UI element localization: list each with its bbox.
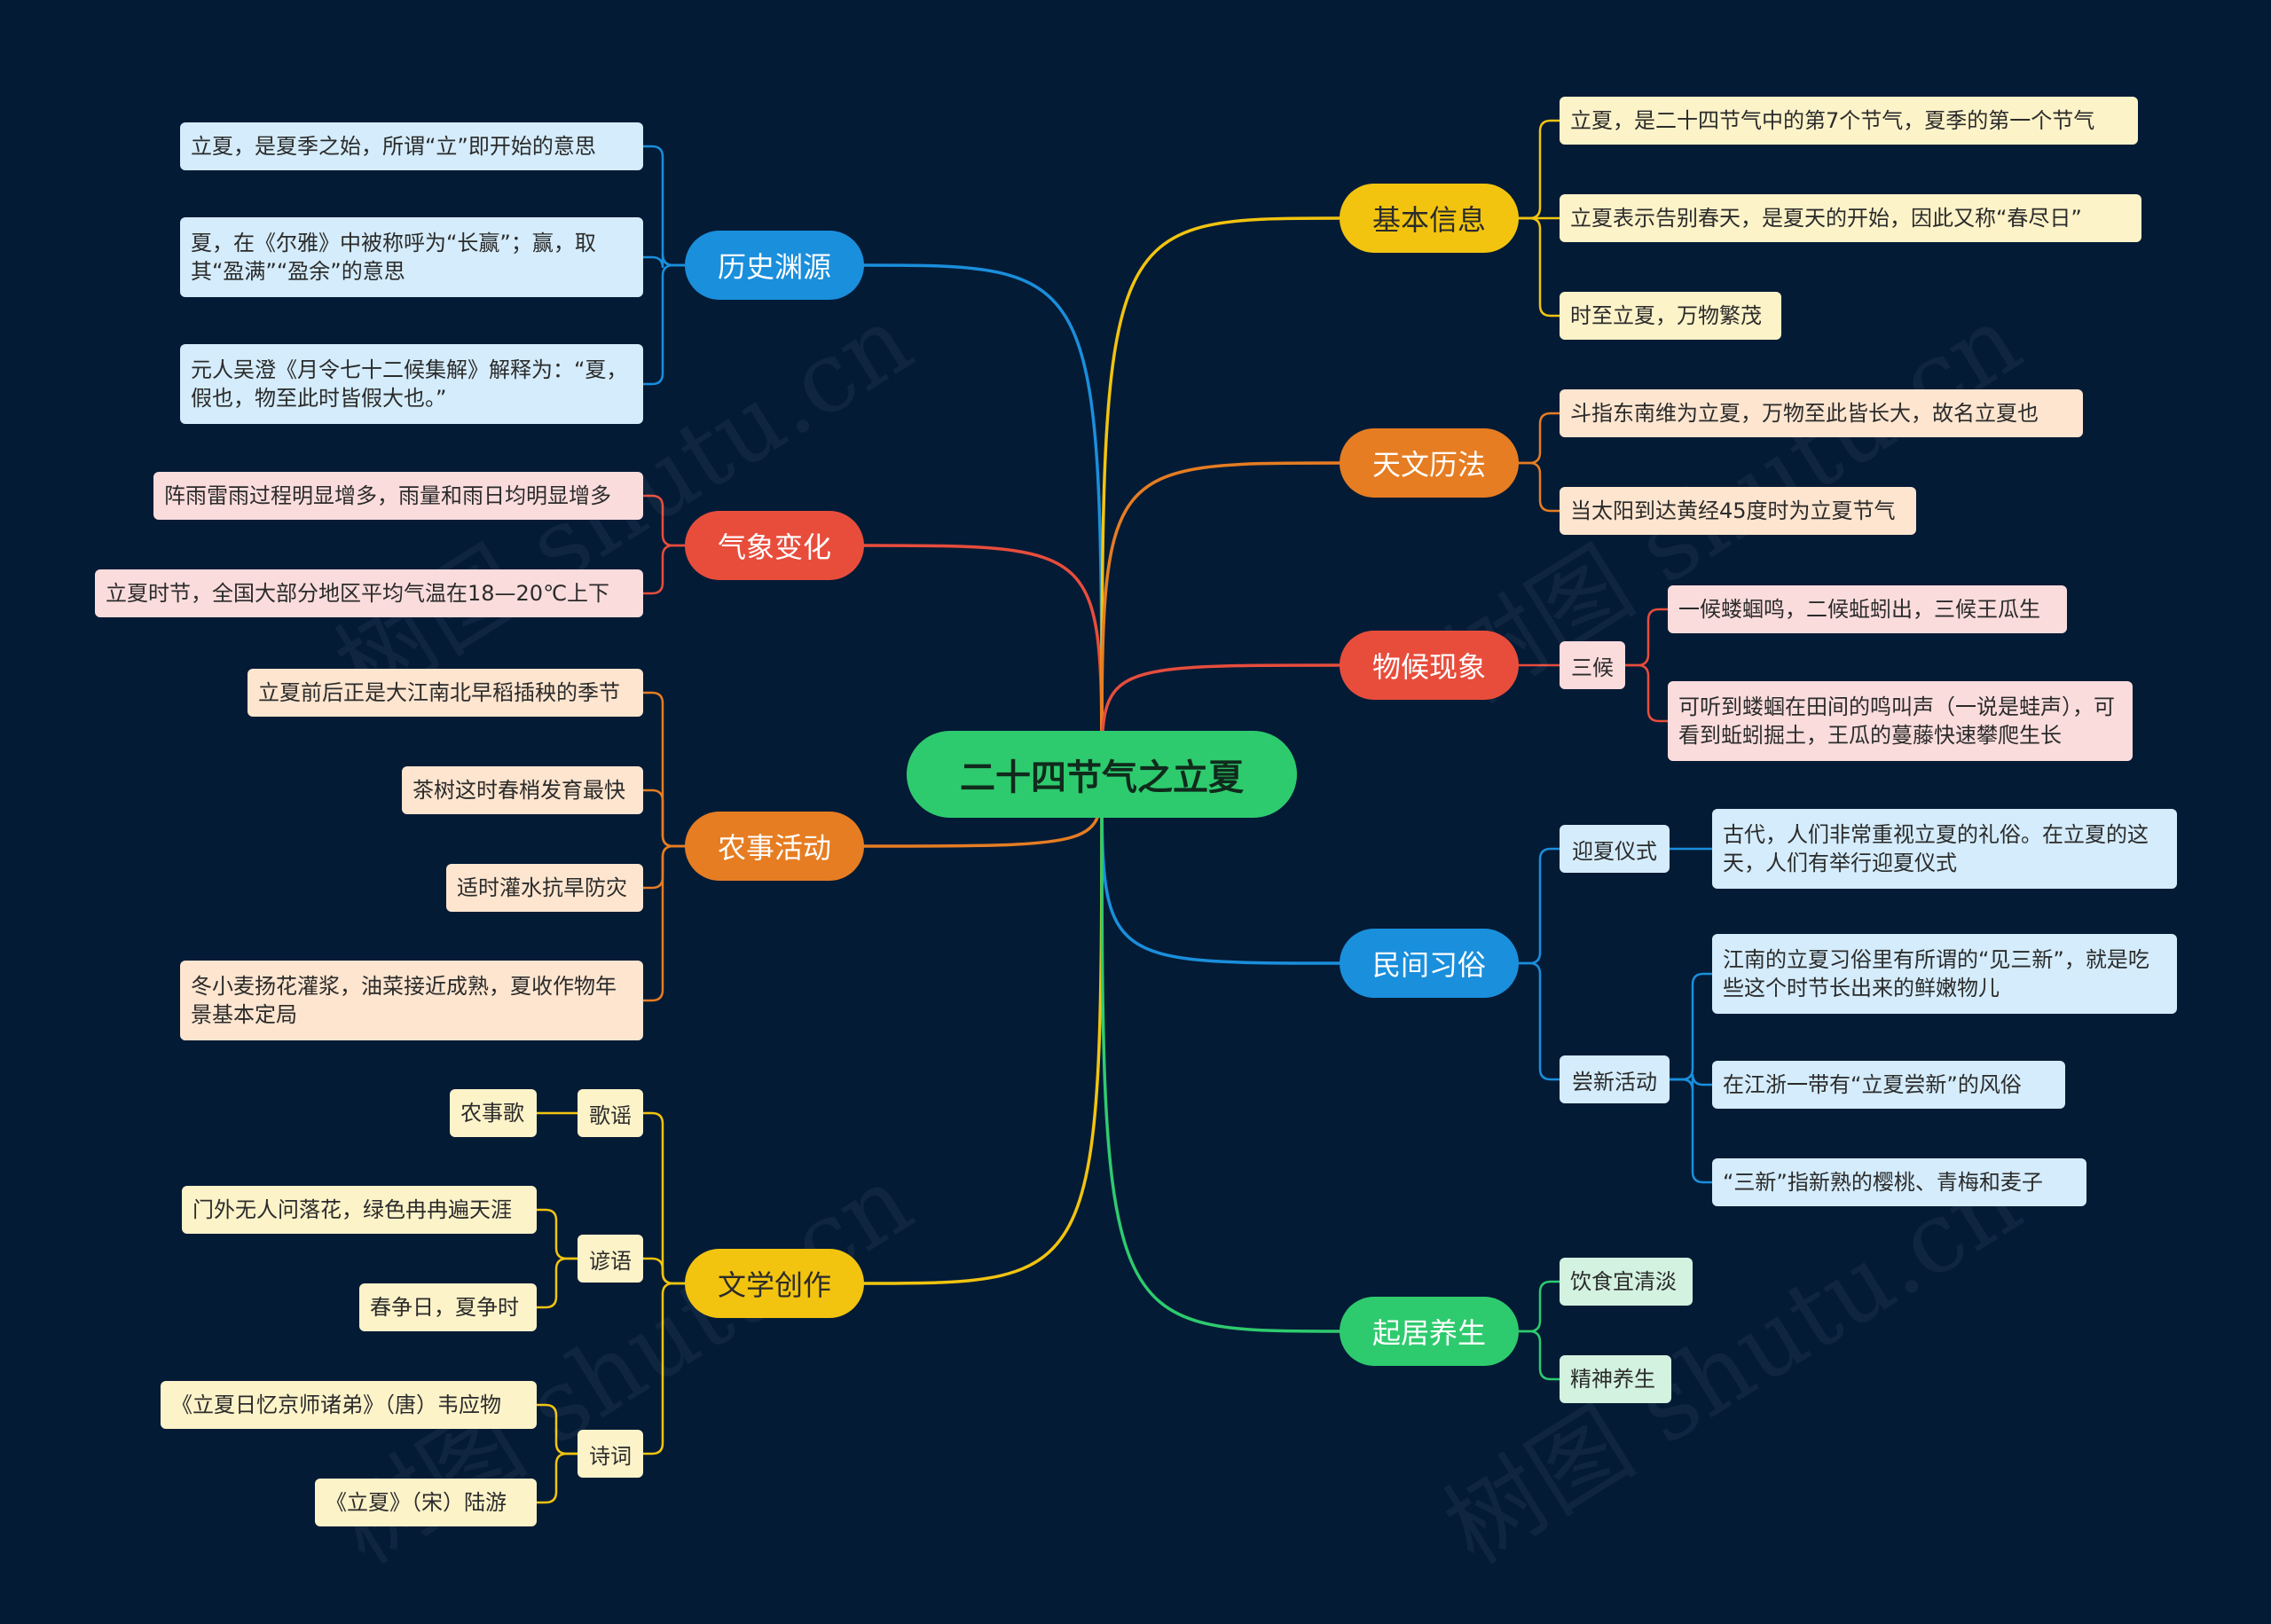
farming-item[interactable]: 适时灌水抗旱防灾 — [446, 864, 643, 912]
connector-line — [1517, 216, 1561, 318]
farming-item[interactable]: 茶树这时春梢发育最快 — [402, 766, 643, 814]
root-topic[interactable]: 二十四节气之立夏 — [907, 731, 1297, 818]
connector-line — [641, 494, 687, 547]
connector-line — [1517, 119, 1561, 220]
literature-item[interactable]: 门外无人问落花，绿色冉冉遍天涯 — [182, 1186, 537, 1234]
weather-item[interactable]: 阵雨雷雨过程明显增多，雨量和雨日均明显增多 — [153, 472, 643, 520]
connector-line — [535, 1452, 579, 1504]
connector-line — [641, 844, 687, 1002]
connector-line — [862, 263, 1104, 776]
branch-phenology[interactable]: 物候现象 — [1340, 631, 1519, 700]
connector-line — [1668, 1078, 1714, 1184]
customs-item[interactable]: 古代，人们非常重视立夏的礼俗。在立夏的这天，人们有举行迎夏仪式 — [1712, 809, 2177, 889]
phenology-group-three-periods[interactable]: 三候 — [1560, 641, 1625, 689]
customs-group-taste-new[interactable]: 尝新活动 — [1560, 1055, 1670, 1103]
basic-info-item[interactable]: 立夏表示告别春天，是夏天的开始，因此又称“春尽日” — [1560, 194, 2141, 242]
literature-group-proverbs[interactable]: 谚语 — [578, 1235, 643, 1283]
customs-group-welcome-summer[interactable]: 迎夏仪式 — [1560, 825, 1670, 873]
branch-literature[interactable]: 文学创作 — [685, 1249, 864, 1318]
branch-basic-info[interactable]: 基本信息 — [1340, 184, 1519, 253]
phenology-item[interactable]: 一候蝼蝈鸣，二候蚯蚓出，三候王瓜生 — [1668, 585, 2067, 633]
history-item[interactable]: 元人吴澄《月令七十二候集解》解释为：“夏，假也，物至此时皆假大也。” — [180, 344, 643, 424]
connector-line — [535, 1403, 579, 1455]
connector-line — [1623, 608, 1670, 667]
connector-line — [1100, 773, 1341, 1333]
literature-item[interactable]: 《立夏》（宋）陆游 — [315, 1479, 537, 1526]
astronomy-item[interactable]: 当太阳到达黄经45度时为立夏节气 — [1560, 487, 1916, 535]
connector-line — [535, 1257, 579, 1309]
connector-line — [641, 1282, 687, 1455]
connector-line — [535, 1208, 579, 1260]
literature-group-songs[interactable]: 歌谣 — [578, 1089, 643, 1137]
connector-line — [1517, 461, 1561, 513]
customs-item[interactable]: 江南的立夏习俗里有所谓的“见三新”，就是吃些这个时节长出来的鲜嫩物儿 — [1712, 934, 2177, 1014]
connector-line — [1100, 216, 1341, 776]
branch-astronomy[interactable]: 天文历法 — [1340, 428, 1519, 498]
branch-weather[interactable]: 气象变化 — [685, 511, 864, 580]
connector-line — [641, 1257, 687, 1285]
branch-history[interactable]: 历史渊源 — [685, 231, 864, 300]
branch-health[interactable]: 起居养生 — [1340, 1297, 1519, 1366]
weather-item[interactable]: 立夏时节，全国大部分地区平均气温在18—20℃上下 — [95, 569, 643, 617]
literature-item[interactable]: 春争日，夏争时 — [359, 1283, 537, 1331]
connector-line — [641, 145, 687, 267]
farming-item[interactable]: 冬小麦扬花灌浆，油菜接近成熟，夏收作物年景基本定局 — [180, 961, 643, 1040]
connector-line — [1517, 412, 1561, 465]
health-item[interactable]: 精神养生 — [1560, 1355, 1671, 1403]
literature-item[interactable]: 农事歌 — [450, 1089, 537, 1137]
customs-item[interactable]: “三新”指新熟的樱桃、青梅和麦子 — [1712, 1158, 2086, 1206]
connector-line — [641, 691, 687, 848]
connector-line — [1623, 663, 1670, 723]
connector-line — [641, 788, 687, 848]
customs-item[interactable]: 在江浙一带有“立夏尝新”的风俗 — [1712, 1061, 2065, 1109]
connector-line — [1517, 847, 1561, 965]
connector-line — [862, 773, 1104, 1285]
connector-line — [1517, 1280, 1561, 1333]
astronomy-item[interactable]: 斗指东南维为立夏，万物至此皆长大，故名立夏也 — [1560, 389, 2083, 437]
connector-line — [641, 263, 687, 386]
branch-farming[interactable]: 农事活动 — [685, 812, 864, 881]
connector-line — [1668, 972, 1714, 1081]
connector-line — [1517, 1330, 1561, 1381]
history-item[interactable]: 夏，在《尔雅》中被称呼为“长赢”；赢，取其“盈满”“盈余”的意思 — [180, 217, 643, 297]
literature-item[interactable]: 《立夏日忆京师诸弟》（唐）韦应物 — [161, 1381, 537, 1429]
basic-info-item[interactable]: 时至立夏，万物繁茂 — [1560, 292, 1781, 340]
basic-info-item[interactable]: 立夏，是二十四节气中的第7个节气，夏季的第一个节气 — [1560, 97, 2138, 145]
history-item[interactable]: 立夏，是夏季之始，所谓“立”即开始的意思 — [180, 122, 643, 170]
connector-line — [1517, 961, 1561, 1081]
farming-item[interactable]: 立夏前后正是大江南北早稻插秧的季节 — [248, 669, 643, 717]
literature-group-poems[interactable]: 诗词 — [578, 1430, 643, 1478]
health-item[interactable]: 饮食宜清淡 — [1560, 1258, 1693, 1306]
branch-customs[interactable]: 民间习俗 — [1340, 929, 1519, 998]
connector-line — [1100, 461, 1341, 776]
phenology-item[interactable]: 可听到蝼蝈在田间的鸣叫声（一说是蛙声），可看到蚯蚓掘土，王瓜的蔓藤快速攀爬生长 — [1668, 681, 2133, 761]
connector-line — [641, 544, 687, 595]
